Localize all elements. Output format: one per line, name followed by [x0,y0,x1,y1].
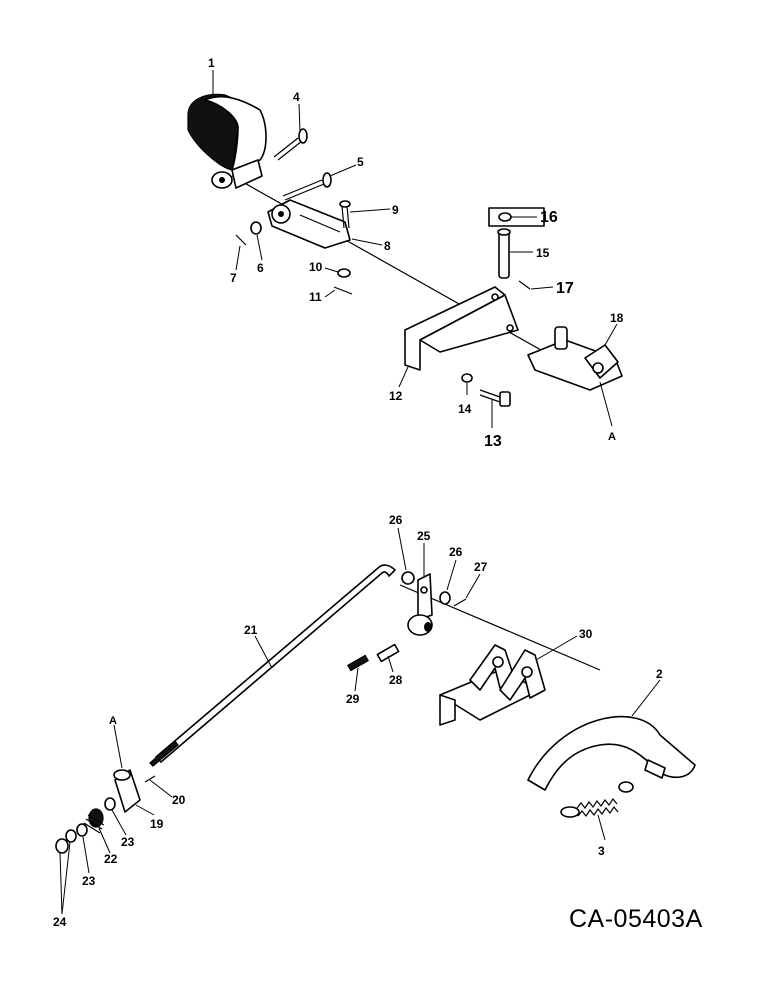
callout-1: 1 [208,56,215,70]
spring-3 [560,781,634,818]
ref-A-upper: A [608,431,616,443]
leader-28 [387,655,394,673]
callout-19: 19 [150,817,164,831]
leader-29 [354,667,359,692]
callout-29: 29 [346,692,360,706]
leader-2 [631,679,661,717]
leader-7 [235,245,241,271]
callout-30: 30 [579,627,593,641]
leader-10 [324,267,339,273]
callout-6: 6 [257,261,264,275]
callout-17: 17 [556,280,574,297]
washer-6 [250,221,262,235]
leader-24a [61,841,71,915]
cotter-pin-11 [333,286,353,295]
lower-axis-line [399,584,601,671]
callout-21: 21 [244,623,258,637]
callout-8: 8 [384,239,391,253]
leader-12 [398,366,409,388]
leader-18 [604,323,618,346]
leader-21 [254,635,273,669]
drawing-code: CA-05403A [569,905,703,933]
leader-26a [397,527,407,571]
leader-11 [324,289,336,298]
pin-28 [376,643,400,663]
leader-9 [349,208,391,213]
leader-19 [135,804,155,816]
leader-30 [535,635,578,661]
callout-9: 9 [392,203,399,217]
lever-25 [407,573,433,636]
pin-15 [497,228,511,279]
leader-A-upper [599,381,613,427]
callout-14: 14 [458,402,472,416]
callout-3: 3 [598,844,605,858]
bracket-12 [404,286,519,371]
callout-18: 18 [610,311,624,325]
leader-24b [59,852,63,915]
leader-8 [351,238,383,246]
pin-4 [273,128,308,161]
brake-band [187,93,267,189]
callout-12: 12 [389,389,403,403]
washer-14 [461,373,473,383]
leader-5 [329,164,357,177]
callout-20: 20 [172,793,186,807]
leader-22 [98,827,111,854]
leader-23a [111,809,127,836]
callout-15: 15 [536,246,550,260]
callout-22: 22 [104,852,118,866]
callout-25: 25 [417,529,431,543]
callout-5: 5 [357,155,364,169]
callout-11: 11 [309,290,322,304]
spring-pin-29 [347,654,369,672]
leader-23b [82,836,90,874]
leader-20 [149,779,173,798]
block-19 [113,769,141,813]
nut-10 [337,268,351,278]
callout-28: 28 [389,673,403,687]
pin-20 [144,775,156,783]
callout-23b: 23 [82,874,96,888]
leader-3 [597,814,606,841]
ref-A-lower: A [109,715,117,727]
nut-24b [55,838,69,854]
bracket-30 [439,644,546,726]
pin-9 [339,200,351,229]
lever-8 [267,199,351,249]
callout-13: 13 [484,433,502,450]
washer-23b [76,823,88,837]
nut-24a [65,829,77,843]
pedal-arm-2 [527,715,696,791]
callout-26b: 26 [449,545,463,559]
cotter-pin-7 [235,234,247,246]
washer-26b [439,591,451,605]
lever-plate-18 [527,326,623,391]
washer-23a [104,797,116,811]
callout-10: 10 [309,260,323,274]
callout-7: 7 [230,271,237,285]
callout-24: 24 [53,915,67,929]
pin-27 [453,598,467,607]
callout-27: 27 [474,560,488,574]
spring-22 [83,808,105,834]
callout-26a: 26 [389,513,403,527]
leader-17 [530,286,554,290]
callout-23a: 23 [121,835,135,849]
callout-4: 4 [293,90,300,104]
bolt-5 [282,172,332,201]
leader-A-lower [113,724,123,769]
leader-27 [465,573,481,599]
callout-2: 2 [656,667,663,681]
bolt-13 [479,389,511,407]
washer-26a [401,571,415,585]
callout-16: 16 [540,209,558,226]
rod-21 [149,564,396,767]
spring-pin-17 [518,280,531,290]
washer-16 [498,212,512,222]
leader-4 [298,103,301,133]
leader-26b [446,559,457,591]
leader-6 [256,234,263,261]
